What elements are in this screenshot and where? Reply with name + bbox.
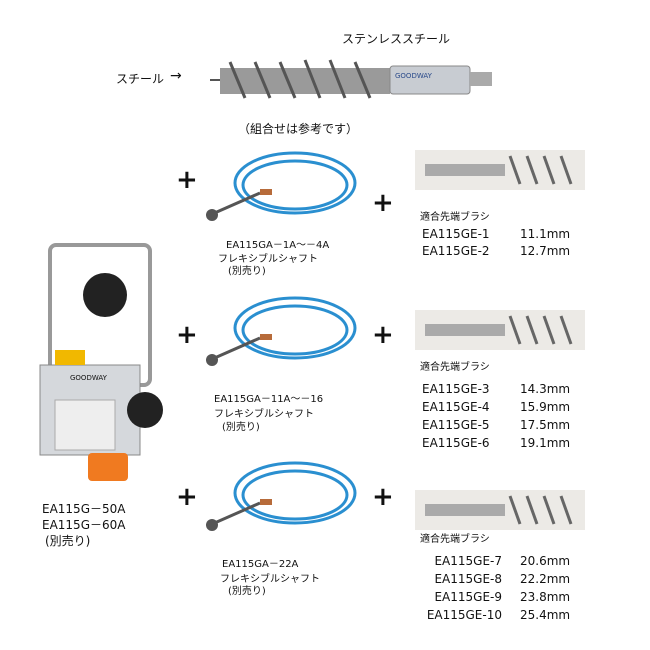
plus-icon: + bbox=[372, 188, 394, 218]
brush-list: EA115GE-1 11.1mm EA115GE-2 12.7mm bbox=[422, 226, 570, 260]
brush-image bbox=[415, 310, 585, 350]
brush-size: 20.6mm bbox=[520, 554, 571, 568]
brush-size: 17.5mm bbox=[520, 418, 571, 432]
plus-icon: + bbox=[372, 482, 394, 512]
brush-size: 11.1mm bbox=[520, 227, 571, 241]
plus-icon: + bbox=[176, 482, 198, 512]
shaft-note: (別売り) bbox=[228, 586, 266, 597]
brush-size: 19.1mm bbox=[520, 436, 571, 450]
brush-row: EA115GE-10 25.4mm bbox=[414, 606, 570, 624]
brush-image bbox=[415, 490, 585, 530]
brush-size: 14.3mm bbox=[520, 382, 571, 396]
brush-model: EA115GE-10 bbox=[426, 608, 502, 622]
machine-brand: GOODWAY bbox=[70, 374, 107, 382]
brush-row: EA115GE-4 15.9mm bbox=[422, 398, 570, 416]
shaft-name: フレキシブルシャフト bbox=[218, 254, 318, 265]
brush-model: EA115GE-5 bbox=[422, 418, 490, 432]
brush-size: 12.7mm bbox=[520, 244, 571, 258]
sample-brush-image bbox=[210, 50, 500, 114]
plus-icon: + bbox=[176, 320, 198, 350]
brush-row: EA115GE-8 22.2mm bbox=[414, 570, 570, 588]
shaft-model: EA115GA－22A bbox=[222, 559, 299, 570]
shaft-note: (別売り) bbox=[222, 422, 260, 433]
brush-row: EA115GE-7 20.6mm bbox=[414, 552, 570, 570]
brush-heading: 適合先端ブラシ bbox=[420, 212, 490, 223]
brush-model: EA115GE-3 bbox=[422, 382, 490, 396]
brush-model: EA115GE-2 bbox=[422, 244, 490, 258]
shaft-name: フレキシブルシャフト bbox=[220, 574, 320, 585]
brush-row: EA115GE-5 17.5mm bbox=[422, 416, 570, 434]
shaft-model: EA115GA－1A～－4A bbox=[226, 240, 330, 251]
brush-model: EA115GE-1 bbox=[422, 227, 490, 241]
brush-row: EA115GE-1 11.1mm bbox=[422, 226, 570, 243]
shaft-image bbox=[200, 290, 360, 379]
machine-model-1: EA115G－50A bbox=[42, 502, 126, 516]
label-steel: スチール bbox=[116, 72, 165, 86]
shaft-note: (別売り) bbox=[228, 266, 266, 277]
brush-model: EA115GE-7 bbox=[434, 554, 502, 568]
brush-heading: 適合先端ブラシ bbox=[420, 534, 490, 545]
machine-model-2: EA115G－60A bbox=[42, 518, 126, 532]
brush-image bbox=[415, 150, 585, 190]
brush-row: EA115GE-2 12.7mm bbox=[422, 243, 570, 260]
brush-size: 23.8mm bbox=[520, 590, 571, 604]
brush-list: EA115GE-7 20.6mm EA115GE-8 22.2mm EA115GE-… bbox=[414, 552, 570, 624]
brush-size: 22.2mm bbox=[520, 572, 571, 586]
brush-heading: 適合先端ブラシ bbox=[420, 362, 490, 373]
arrow-icon: → bbox=[170, 68, 182, 84]
machine-image bbox=[30, 235, 170, 489]
brush-model: EA115GE-8 bbox=[434, 572, 502, 586]
brush-size: 25.4mm bbox=[520, 608, 571, 622]
brand-logo: GOODWAY bbox=[395, 72, 432, 80]
shaft-image bbox=[200, 145, 360, 234]
label-stainless: ステンレススチール bbox=[342, 32, 451, 46]
shaft-model: EA115GA－11A～－16 bbox=[214, 394, 324, 405]
brush-list: EA115GE-3 14.3mm EA115GE-4 15.9mm EA115GE-… bbox=[422, 380, 570, 452]
brush-model: EA115GE-9 bbox=[434, 590, 502, 604]
plus-icon: + bbox=[372, 320, 394, 350]
combination-note: （組合せは参考です） bbox=[238, 122, 359, 136]
shaft-name: フレキシブルシャフト bbox=[214, 409, 314, 420]
brush-size: 15.9mm bbox=[520, 400, 571, 414]
shaft-image bbox=[200, 455, 360, 544]
brush-model: EA115GE-6 bbox=[422, 436, 490, 450]
brush-model: EA115GE-4 bbox=[422, 400, 490, 414]
brush-row: EA115GE-6 19.1mm bbox=[422, 434, 570, 452]
brush-row: EA115GE-9 23.8mm bbox=[414, 588, 570, 606]
brush-row: EA115GE-3 14.3mm bbox=[422, 380, 570, 398]
machine-note: (別売り) bbox=[45, 534, 91, 548]
plus-icon: + bbox=[176, 165, 198, 195]
